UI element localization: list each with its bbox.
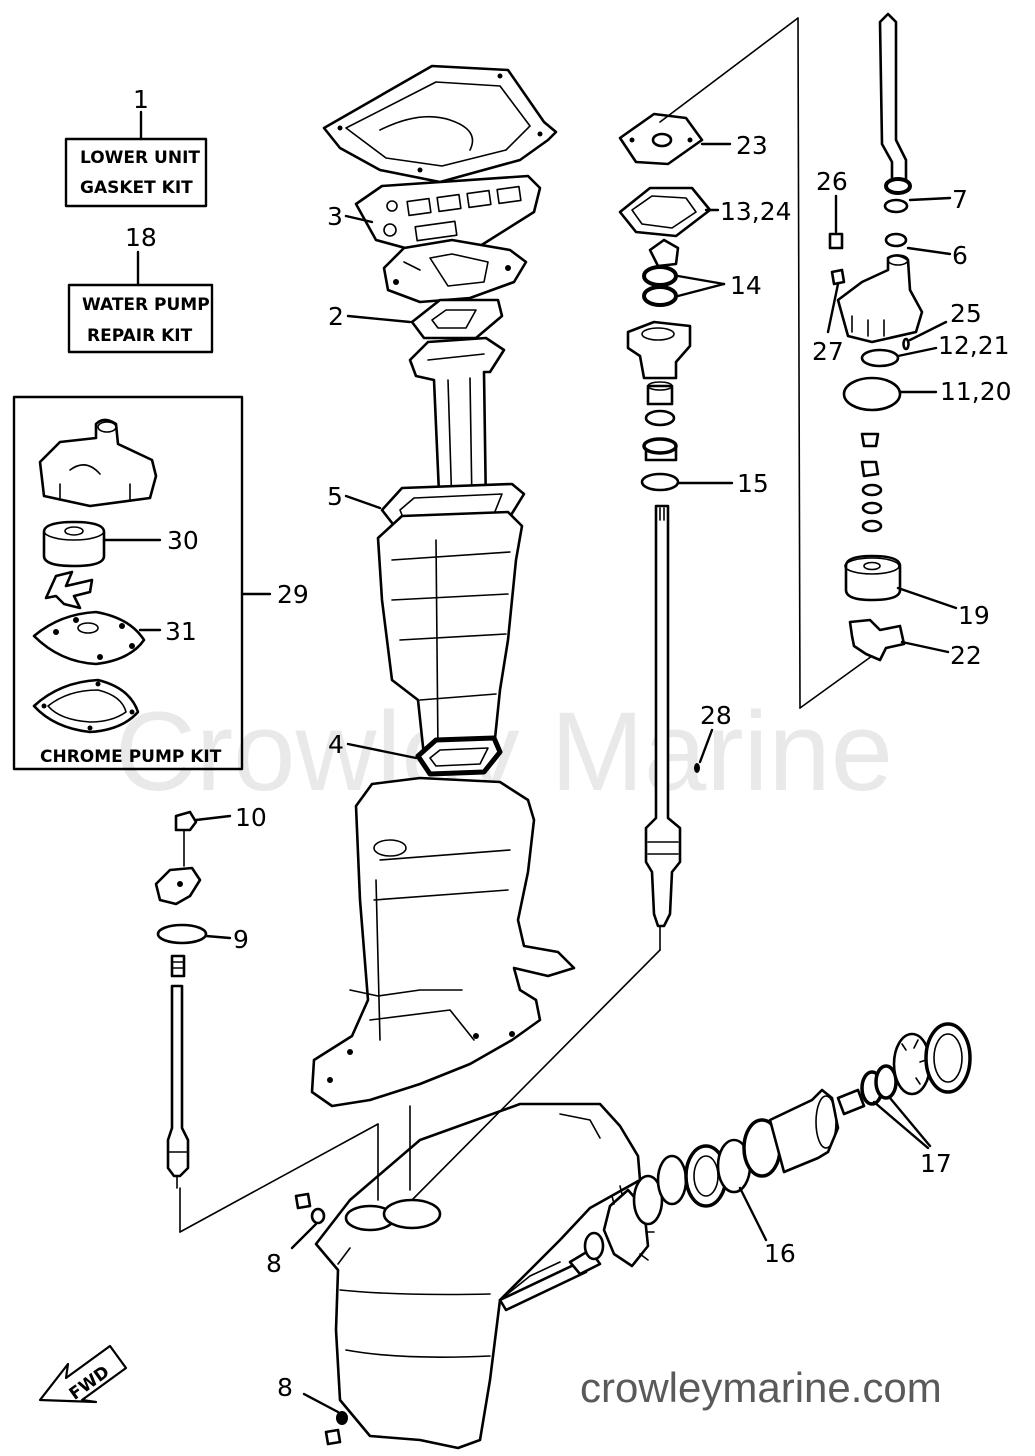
- chrome-pump-kit-box: 29 CHROME PUMP KIT 30: [12, 395, 309, 771]
- callout-25: 25: [950, 299, 982, 328]
- callout-22: 22: [950, 641, 982, 670]
- callout-31: 31: [165, 617, 197, 646]
- callout-12-21: 12,21: [938, 331, 1010, 360]
- upper-casing: [376, 510, 524, 758]
- callout-3: 3: [327, 202, 343, 231]
- callout-26: 26: [816, 167, 848, 196]
- chrome-impeller: [44, 570, 94, 610]
- seal-4: 4: [328, 730, 503, 777]
- midsection-housing: [310, 776, 576, 1108]
- exhaust-guide: [382, 238, 528, 304]
- shift-rod-assembly: 10 9: [154, 803, 267, 1189]
- callout-16: 16: [764, 1239, 796, 1268]
- callout-15: 15: [737, 469, 769, 498]
- drain-screws: 8 8: [266, 1192, 348, 1446]
- chrome-pump-housing: [38, 418, 158, 508]
- lower-unit-gasket-kit-box: 1 LOWER UNIT GASKET KIT: [64, 85, 208, 208]
- callout-7: 7: [952, 185, 968, 214]
- insert-30: 30: [42, 520, 199, 568]
- cover-plate-31: 31: [32, 610, 197, 666]
- lower-unit-kit-line2: GASKET KIT: [80, 178, 193, 198]
- callout-6: 6: [952, 241, 968, 270]
- callout-2: 2: [328, 302, 344, 331]
- water-pump-repair-kit-box: 18 WATER PUMP REPAIR KIT: [67, 223, 214, 354]
- driveshaft-assembly: 23 13,24 14 15 28: [618, 112, 792, 928]
- website-url: crowleymarine.com: [580, 1364, 942, 1411]
- callout-9: 9: [233, 925, 249, 954]
- callout-8-lower: 8: [277, 1373, 293, 1402]
- callout-8-upper: 8: [266, 1249, 282, 1278]
- callout-27: 27: [812, 337, 844, 366]
- callout-5: 5: [327, 482, 343, 511]
- prop-shaft-parts: 16 17: [583, 1022, 972, 1268]
- callout-23: 23: [736, 131, 768, 160]
- chrome-pump-kit-label: CHROME PUMP KIT: [40, 747, 222, 767]
- callout-30: 30: [167, 526, 199, 555]
- callout-28: 28: [700, 701, 732, 730]
- callout-1: 1: [133, 85, 149, 114]
- lower-unit-kit-line1: LOWER UNIT: [80, 148, 200, 168]
- water-pump-kit-line1: WATER PUMP: [82, 295, 210, 315]
- callout-13-24: 13,24: [720, 197, 792, 226]
- callout-11-20: 11,20: [940, 377, 1012, 406]
- forward-arrow: FWD: [38, 1344, 128, 1404]
- water-pump-kit-line2: REPAIR KIT: [87, 326, 193, 346]
- chrome-gasket: [32, 678, 140, 734]
- water-pump-assembly: 7 6 26 27 25 12,21 11,20: [812, 12, 1012, 670]
- gasket-2: 2: [328, 298, 504, 340]
- callout-18: 18: [125, 223, 157, 252]
- callout-17: 17: [920, 1149, 952, 1178]
- callout-14: 14: [730, 271, 762, 300]
- gear-case: [314, 1102, 642, 1450]
- callout-29: 29: [277, 580, 309, 609]
- callout-10: 10: [235, 803, 267, 832]
- callout-4: 4: [328, 730, 344, 759]
- callout-19: 19: [958, 601, 990, 630]
- assembly-lines: [179, 17, 873, 1233]
- upper-mount-plate: [322, 64, 558, 184]
- gasket-3: 3: [327, 174, 542, 254]
